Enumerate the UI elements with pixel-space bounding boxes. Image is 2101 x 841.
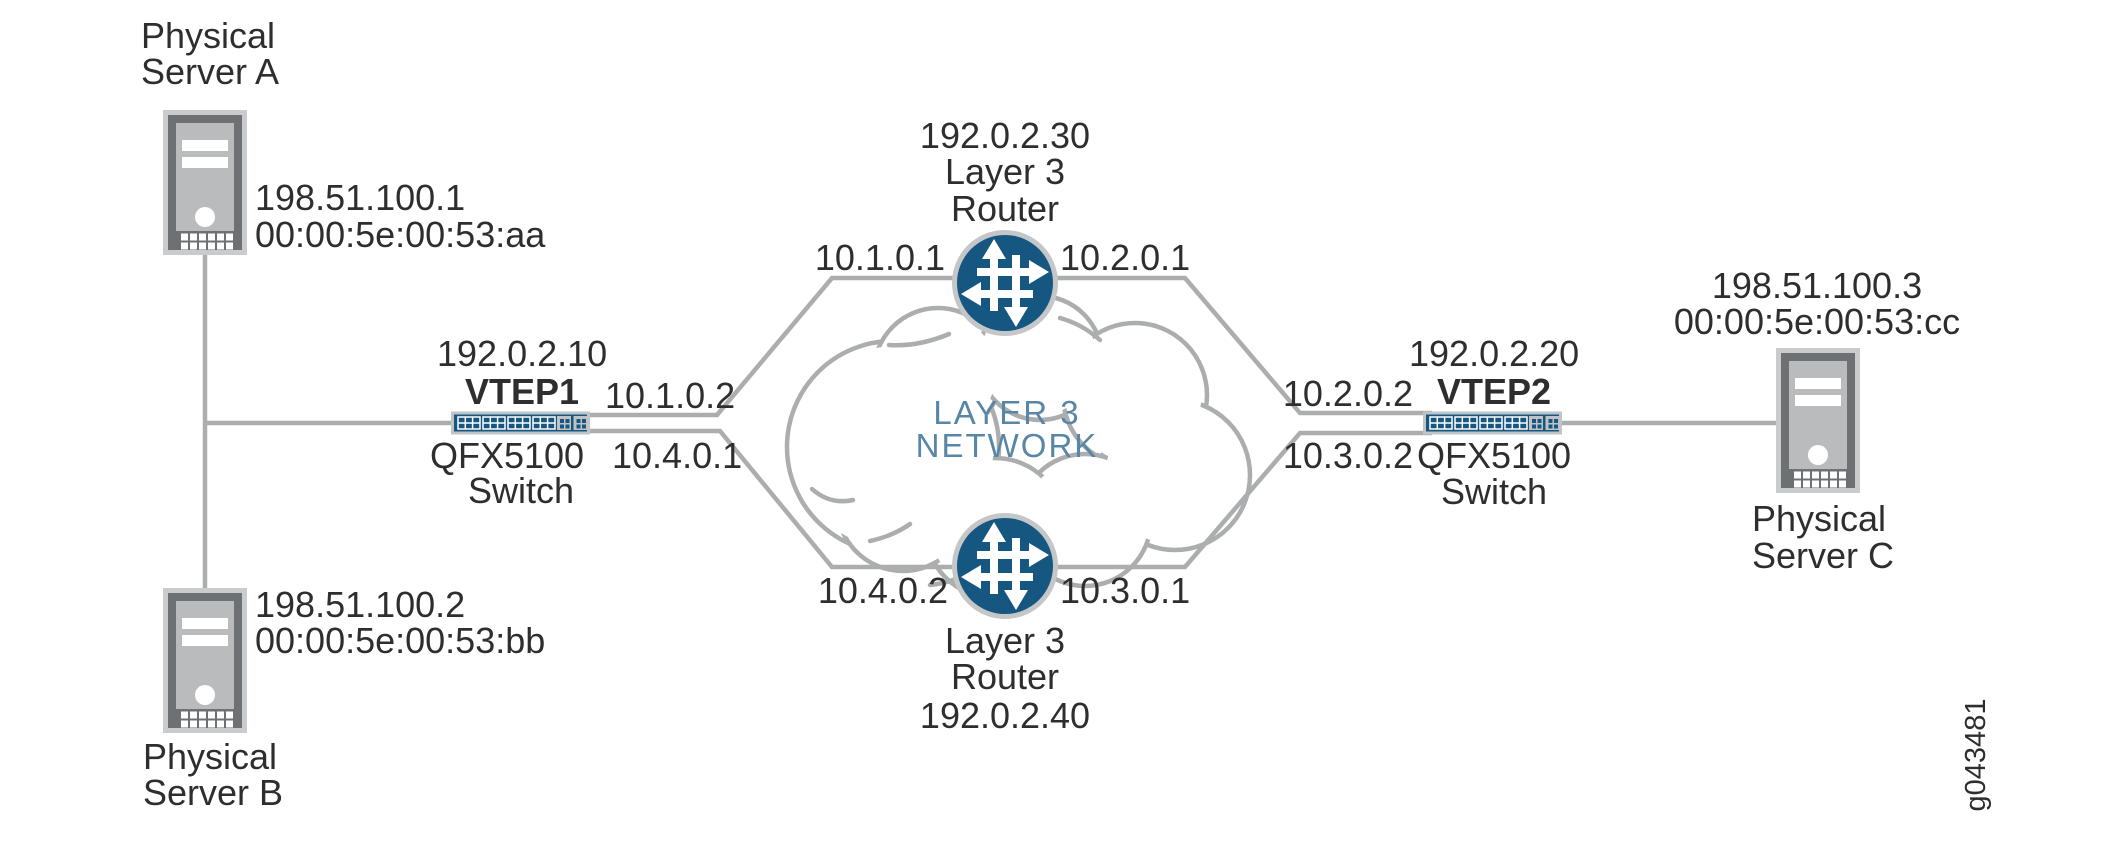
- router-top-if-right: 10.2.0.1: [1060, 237, 1191, 278]
- router-top-icon: [952, 230, 1058, 336]
- router-bottom-name-line1: Layer 3: [944, 620, 1066, 661]
- router-bottom-icon: [952, 513, 1058, 619]
- server-a-mac: 00:00:5e:00:53:aa: [255, 214, 546, 255]
- vtep1-model-line2: Switch: [467, 470, 575, 511]
- router-top-ip: 192.0.2.30: [919, 115, 1091, 156]
- router-top-if-left: 10.1.0.1: [814, 237, 945, 278]
- router-bottom-if-left: 10.4.0.2: [817, 570, 948, 611]
- cloud-label-line2: NETWORK: [915, 427, 1099, 464]
- figure-id: g043481: [1960, 698, 1992, 812]
- server-c-ip: 198.51.100.3: [1711, 265, 1923, 306]
- vtep2-ip: 192.0.2.20: [1409, 333, 1580, 374]
- router-bottom-if-right: 10.3.0.1: [1060, 570, 1191, 611]
- server-c-icon: [1776, 348, 1860, 493]
- server-a-name-line2: Server A: [141, 51, 280, 92]
- server-a-name-line1: Physical: [141, 15, 276, 56]
- vtep2-model-line2: Switch: [1440, 471, 1548, 512]
- router-bottom-ip: 192.0.2.40: [919, 695, 1091, 736]
- router-top-name-line2: Router: [950, 188, 1060, 229]
- vtep1-name: VTEP1: [464, 371, 580, 412]
- vtep2-model-line1: QFX5100: [1416, 435, 1572, 476]
- server-b-ip: 198.51.100.2: [255, 584, 466, 625]
- vtep2-switch-icon: [1422, 410, 1563, 436]
- vtep1-model-line1: QFX5100: [429, 435, 585, 476]
- vtep1-ip: 192.0.2.10: [437, 333, 608, 374]
- server-b-name-line1: Physical: [143, 736, 278, 777]
- vtep2-if-bottom: 10.3.0.2: [1282, 435, 1413, 476]
- server-b-mac: 00:00:5e:00:53:bb: [255, 620, 546, 661]
- vtep1-if-bottom: 10.4.0.1: [612, 435, 743, 476]
- vtep2-name: VTEP2: [1436, 371, 1552, 412]
- cloud-label-line1: LAYER 3: [933, 394, 1081, 431]
- vtep1-if-top: 10.1.0.2: [605, 375, 736, 416]
- server-c-mac: 00:00:5e:00:53:cc: [1673, 301, 1961, 342]
- server-c-name-line2: Server C: [1752, 535, 1895, 576]
- router-bottom-name-line2: Router: [950, 656, 1060, 697]
- vtep1-switch-icon: [450, 410, 591, 436]
- server-b-name-line2: Server B: [143, 772, 284, 813]
- vtep2-if-top: 10.2.0.2: [1282, 373, 1413, 414]
- server-a-ip: 198.51.100.1: [255, 177, 466, 218]
- router-top-name-line1: Layer 3: [944, 151, 1066, 192]
- server-b-icon: [163, 588, 247, 733]
- layer3-cloud-icon: [784, 293, 1253, 601]
- server-a-icon: [163, 110, 247, 255]
- server-c-name-line1: Physical: [1752, 498, 1887, 539]
